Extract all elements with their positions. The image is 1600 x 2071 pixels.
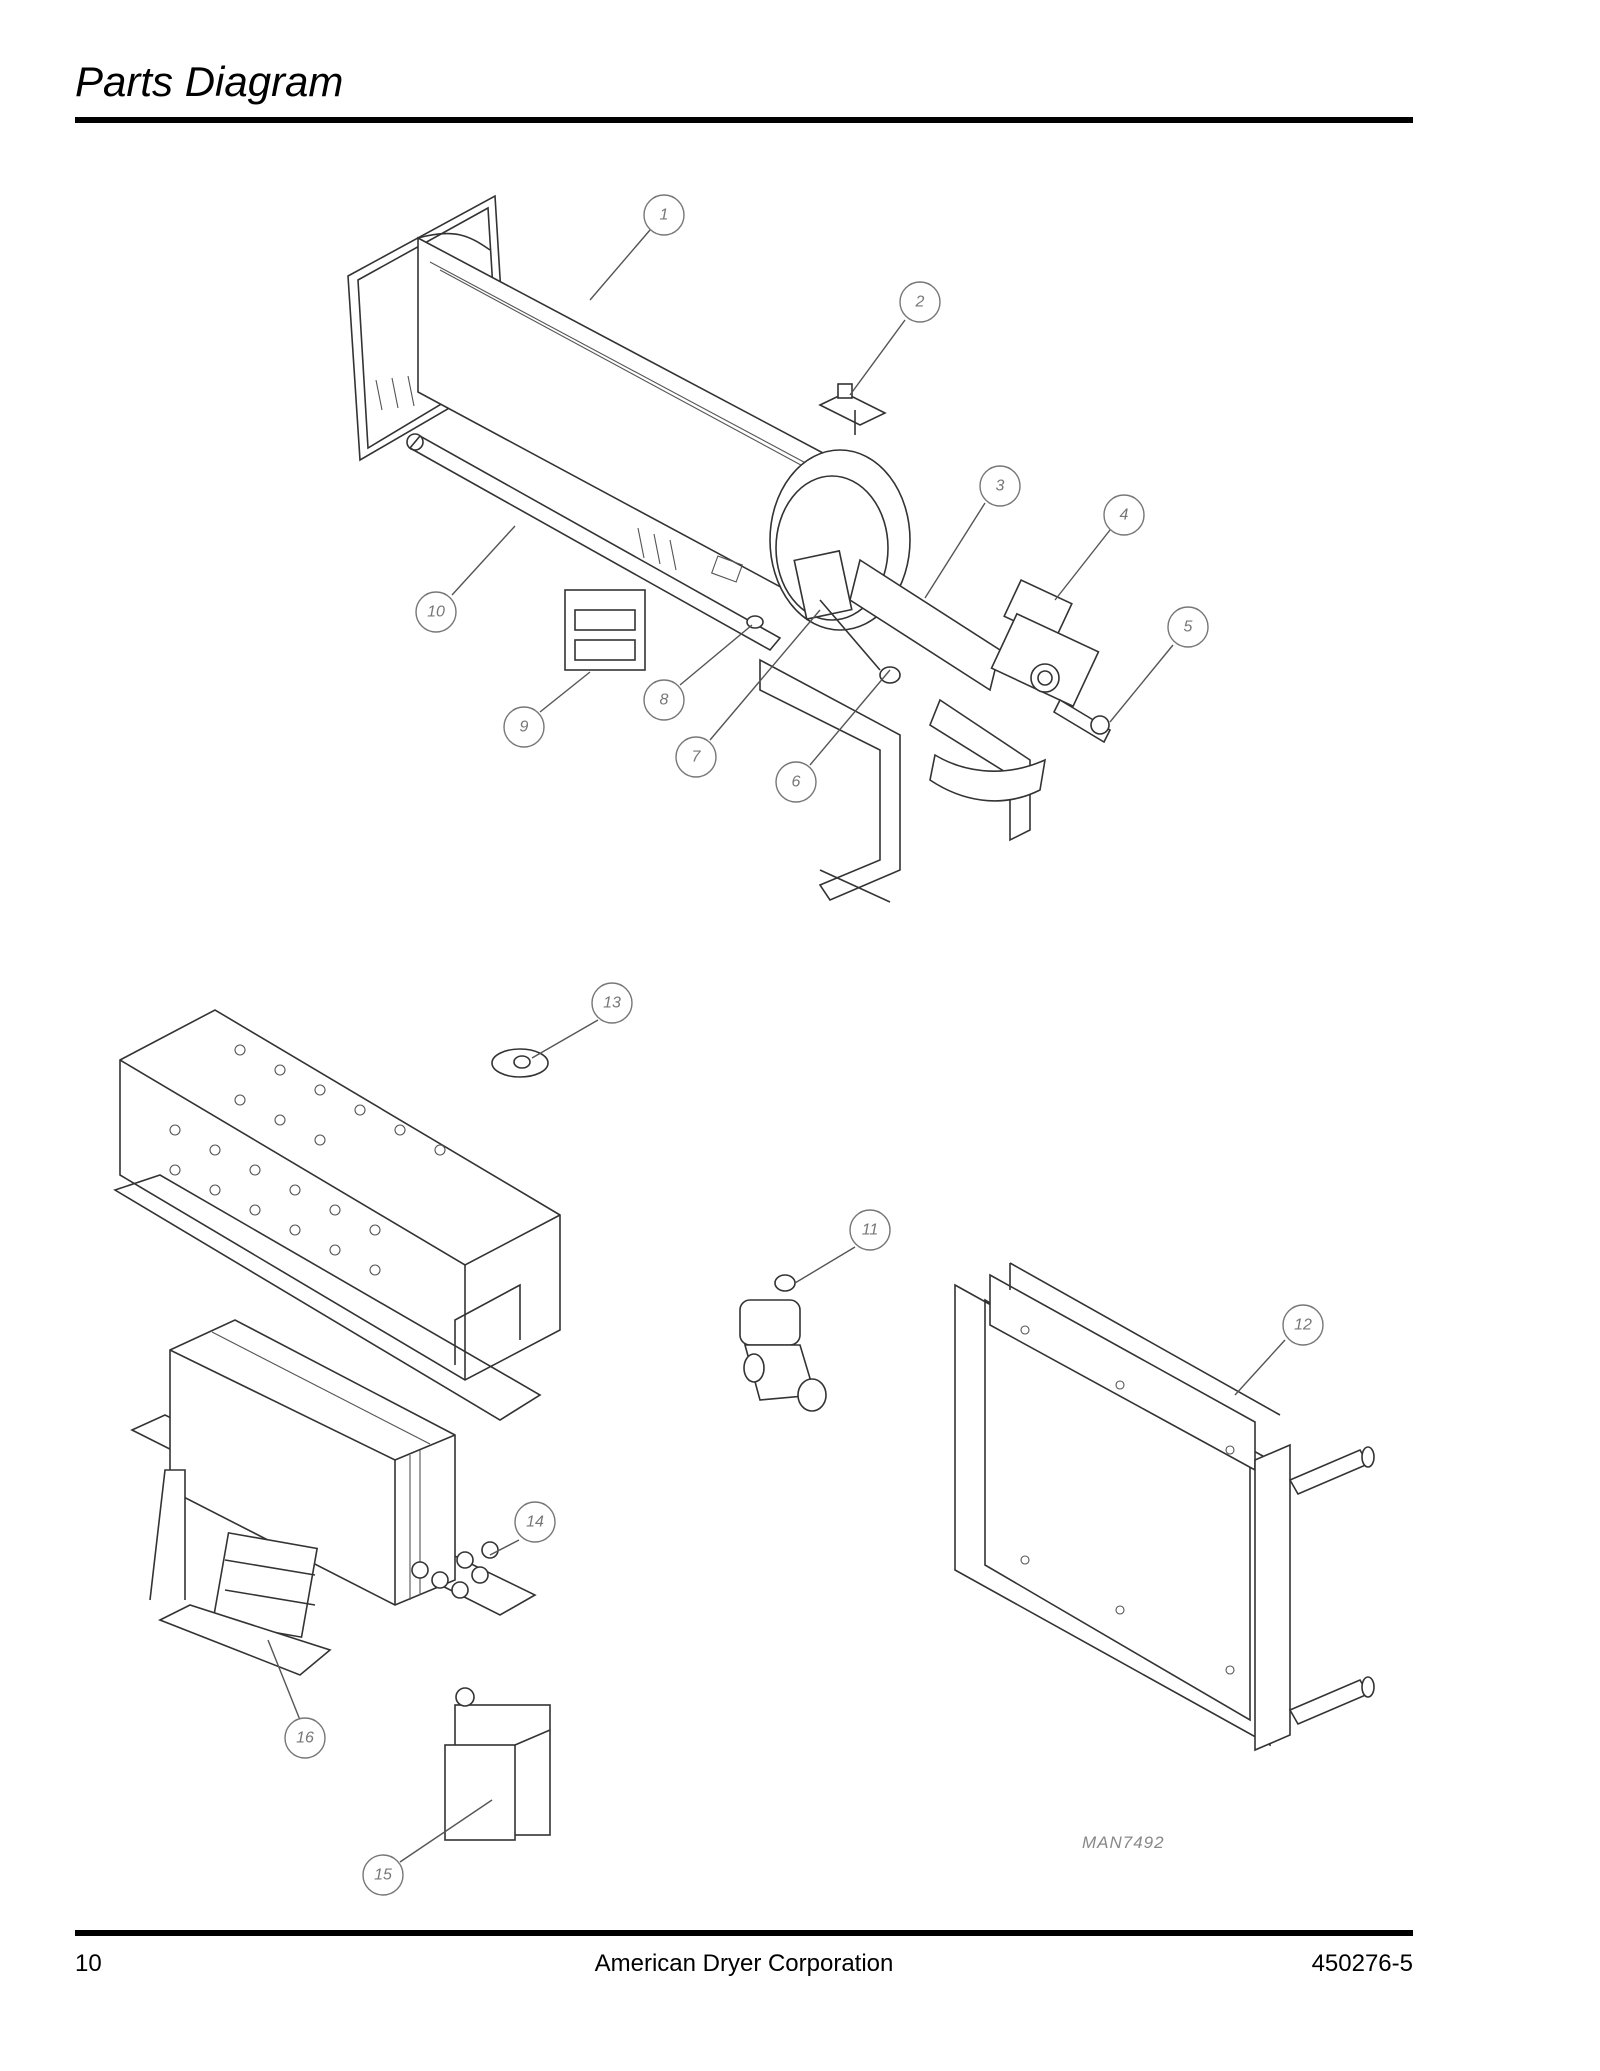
callout-12: 12 [1234, 1304, 1324, 1396]
svg-text:8: 8 [660, 692, 669, 709]
document-number: 450276-5 [1311, 1950, 1413, 1977]
svg-text:10: 10 [427, 604, 445, 621]
callout-8: 8 [643, 624, 753, 721]
svg-text:2: 2 [915, 294, 925, 311]
svg-text:6: 6 [792, 774, 801, 791]
callout-11: 11 [794, 1209, 891, 1284]
svg-text:16: 16 [296, 1730, 314, 1747]
callout-14: 14 [489, 1501, 556, 1556]
heat-exchanger [954, 1262, 1375, 1752]
drawing-number: MAN7492 [1082, 1833, 1165, 1852]
page-title: Parts Diagram [75, 58, 344, 105]
callout-1: 1 [589, 194, 685, 301]
callout-13: 13 [531, 982, 633, 1059]
callout-15: 15 [362, 1799, 493, 1896]
page-number: 10 [75, 1950, 102, 1977]
svg-text:4: 4 [1120, 507, 1129, 524]
transformer [444, 1687, 551, 1841]
svg-text:13: 13 [603, 995, 621, 1012]
thermostat-disc [491, 1048, 549, 1078]
contactor-enclosure [130, 1319, 537, 1676]
company-name: American Dryer Corporation [594, 1950, 894, 1977]
callout-5: 5 [1109, 606, 1209, 723]
callout-16: 16 [267, 1639, 326, 1759]
burner-tube-assembly [347, 194, 1112, 903]
callout-3: 3 [924, 465, 1021, 599]
footer-rule [75, 1930, 1413, 1936]
callout-9: 9 [503, 671, 591, 748]
header-rule [75, 117, 1413, 123]
callout-4: 4 [1054, 494, 1145, 601]
svg-text:11: 11 [862, 1222, 879, 1239]
heater-element-box [113, 1009, 561, 1421]
callout-2: 2 [849, 281, 941, 396]
svg-text:3: 3 [996, 478, 1005, 495]
svg-text:12: 12 [1294, 1317, 1312, 1334]
svg-text:7: 7 [692, 749, 702, 766]
svg-text:9: 9 [520, 719, 529, 736]
callout-10: 10 [415, 525, 516, 633]
svg-text:15: 15 [374, 1867, 392, 1884]
svg-text:14: 14 [526, 1514, 544, 1531]
svg-text:5: 5 [1184, 619, 1193, 636]
callout-6: 6 [775, 669, 891, 803]
solenoid-valve [739, 1274, 827, 1412]
svg-text:1: 1 [660, 207, 669, 224]
callout-7: 7 [675, 609, 821, 778]
